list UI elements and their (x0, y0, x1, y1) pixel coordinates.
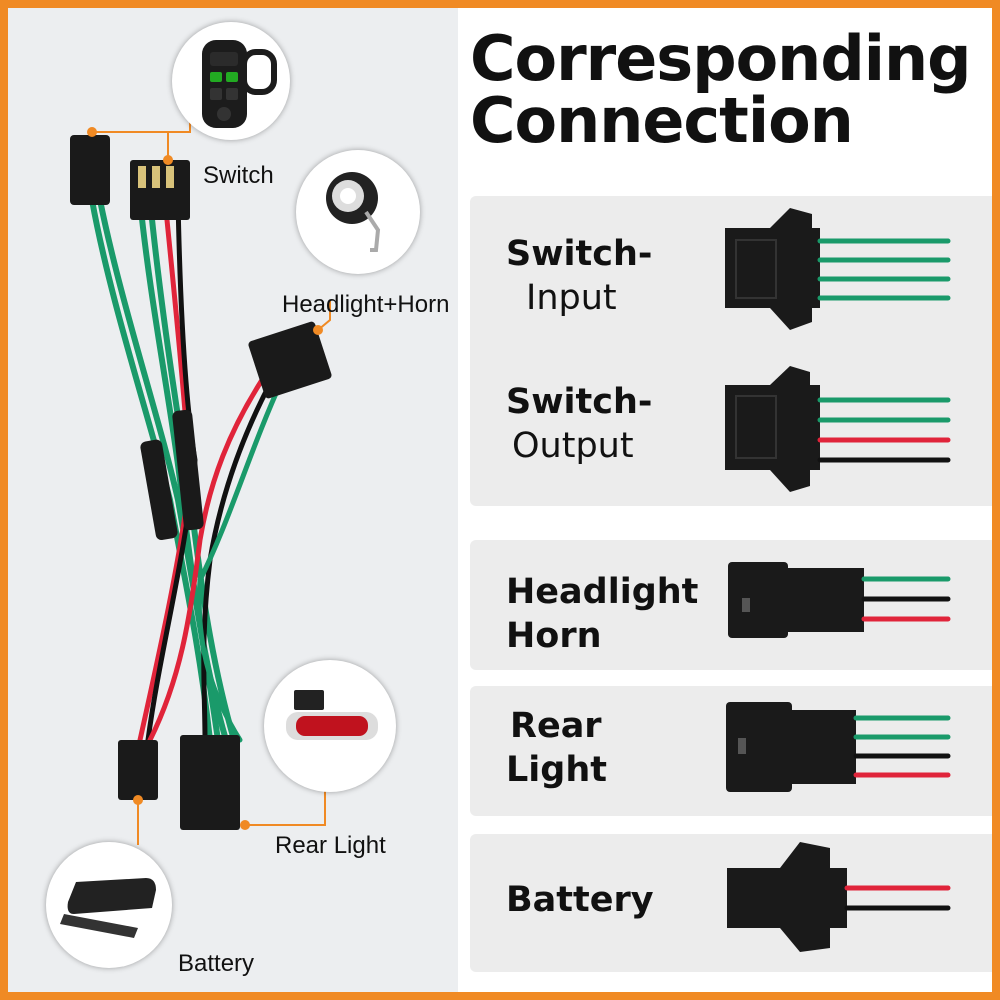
headlight-icon (326, 172, 381, 252)
harness-wires (89, 197, 285, 743)
page-title: Corresponding Connection (470, 28, 990, 152)
switch-output-wires (817, 397, 951, 463)
battery-photo-circle (46, 842, 172, 968)
battery-callout-label: Battery (178, 950, 255, 977)
battery-label: Battery (506, 878, 654, 922)
battery-label-bold: Battery (506, 880, 654, 920)
handlebar-switch-icon (202, 40, 277, 128)
battery-icon (60, 878, 156, 938)
rear-light-wires (853, 715, 951, 778)
rear-light-photo-circle (264, 660, 396, 792)
headlight-horn-wires (861, 576, 951, 622)
headlight-label-bold: Headlight (506, 572, 699, 612)
switch-input-label-bold: Switch- (506, 234, 653, 274)
switch-input-label-normal: Input (526, 278, 617, 318)
switch-output-label-normal: Output (512, 426, 634, 466)
callout-dots (87, 127, 323, 830)
rear-light-label: Rear Light (506, 704, 607, 792)
switch-input-label: Switch- Input (506, 232, 652, 320)
switch-input-wires (817, 238, 951, 301)
headlight-horn-label: Headlight Horn (506, 570, 698, 658)
battery-wires (844, 885, 951, 911)
switch-output-connector (725, 366, 820, 492)
headlight-horn-connector (728, 562, 864, 638)
switch-photo-circle (172, 22, 290, 140)
page-title-line-2: Connection (470, 84, 854, 157)
light-label-bold: Light (506, 750, 608, 790)
harness-connectors (70, 135, 332, 830)
rear-light-icon (286, 690, 378, 740)
horn-label-bold: Horn (506, 616, 602, 656)
rear-light-connector (726, 702, 856, 792)
rear-light-callout-label: Rear Light (275, 832, 386, 859)
headlight-photo-circle (296, 150, 420, 274)
switch-output-label-bold: Switch- (506, 382, 653, 422)
switch-callout-label: Switch (203, 162, 274, 189)
switch-input-connector (725, 208, 820, 330)
rear-label-bold: Rear (510, 706, 602, 746)
switch-output-label: Switch- Output (506, 380, 652, 468)
headlight-horn-callout-label: Headlight+Horn (282, 291, 450, 318)
page-title-line-1: Corresponding (470, 22, 971, 95)
battery-connector (727, 842, 847, 952)
